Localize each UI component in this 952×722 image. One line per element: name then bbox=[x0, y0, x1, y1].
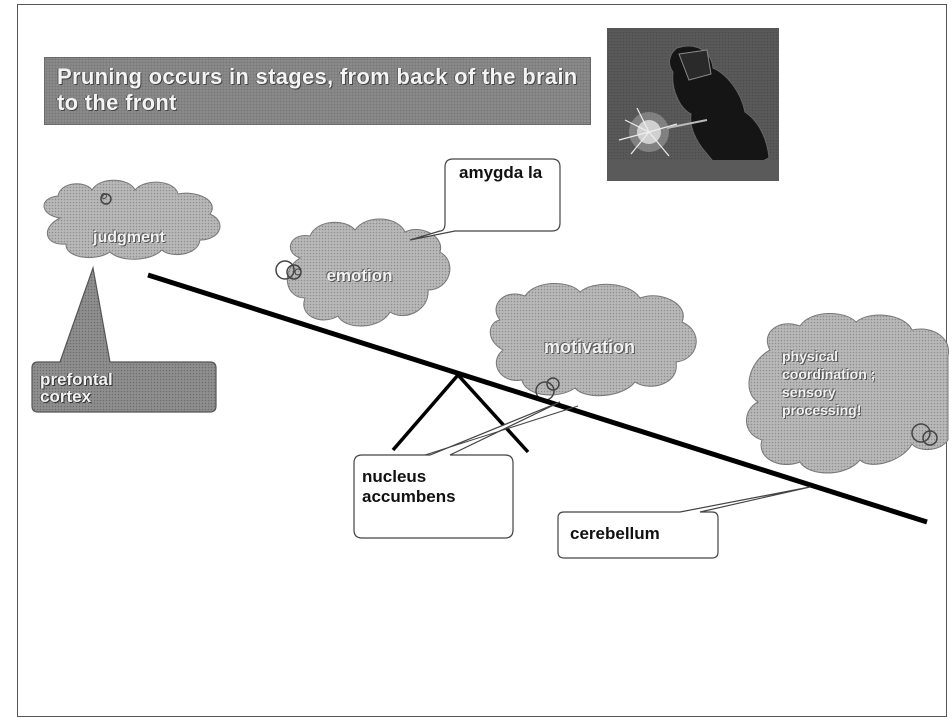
cloud-label-motivation: motivation bbox=[543, 337, 635, 357]
callout-amygdala bbox=[409, 158, 561, 241]
welder-photo bbox=[607, 28, 779, 181]
callout-cerebellum bbox=[557, 486, 811, 559]
seesaw-beam bbox=[147, 272, 928, 525]
welder-image-icon bbox=[607, 28, 779, 181]
cloud-judgment bbox=[43, 179, 221, 260]
slide-title: Pruning occurs in stages, from back of t… bbox=[44, 57, 591, 125]
fulcrum-right-leg bbox=[456, 373, 530, 454]
label-prefrontal-cortex: prefontal cortex bbox=[40, 370, 113, 406]
callout-nucleus bbox=[353, 401, 579, 539]
cloud-motivation bbox=[489, 282, 697, 401]
cloud-physical bbox=[746, 312, 950, 474]
label-amygdala: amygda la bbox=[459, 163, 543, 182]
label-cerebellum: cerebellum bbox=[570, 524, 660, 543]
cloud-label-physical: physical coordination ; sensory processi… bbox=[782, 348, 876, 418]
callout-prefrontal bbox=[31, 265, 217, 413]
cloud-label-judgment: judgment bbox=[93, 229, 165, 246]
cloud-emotion bbox=[275, 218, 451, 327]
fulcrum-left-leg bbox=[391, 373, 460, 452]
label-nucleus-accumbens: nucleus accumbens bbox=[362, 467, 456, 506]
cloud-label-emotion: emotion bbox=[326, 266, 393, 285]
